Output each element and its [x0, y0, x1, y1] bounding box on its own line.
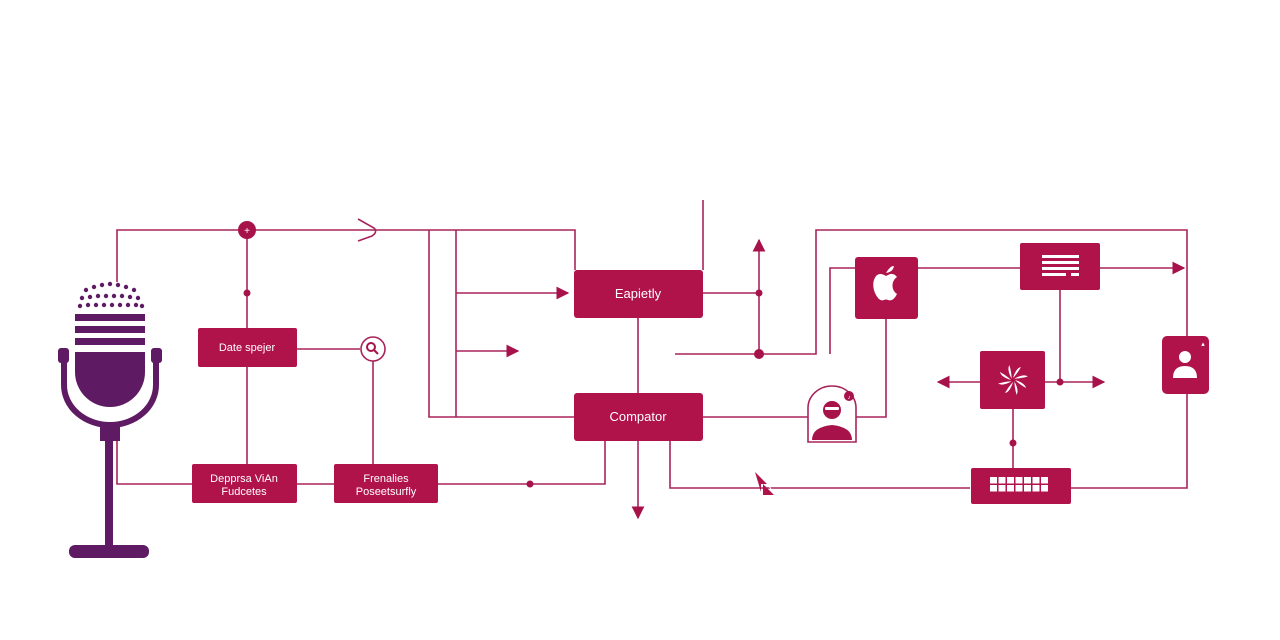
node-personal-processing[interactable]: Frenalies Poseetsurfly	[334, 464, 438, 503]
mic-joint	[100, 425, 120, 441]
junction-dot	[755, 289, 763, 297]
node-box	[574, 270, 703, 318]
mic-band	[75, 326, 145, 333]
junction-glyph: +	[244, 226, 250, 237]
junction-plus-node	[238, 221, 256, 239]
node-label: Compator	[609, 409, 667, 424]
wire-mid-horizontal	[675, 229, 1188, 355]
mic-grille-dots	[77, 281, 145, 309]
person-portrait-icon[interactable]: ♪	[807, 385, 857, 443]
keyboard-key	[1015, 477, 1023, 484]
mic-band	[75, 314, 145, 321]
node-comparator[interactable]: Compator	[574, 393, 703, 441]
document-lines-icon[interactable]	[1020, 243, 1100, 290]
microphone-icon	[58, 281, 162, 558]
keyboard-key	[1041, 485, 1048, 492]
mic-base	[69, 545, 149, 558]
node-box	[574, 393, 703, 441]
junctions: +	[238, 221, 1064, 488]
wire-keyboard-to-user	[1071, 394, 1188, 489]
node-data-splitter[interactable]: Date spejer	[198, 328, 297, 367]
mic-holder-knob	[151, 348, 162, 363]
wire-personal-to-comparator	[438, 441, 606, 485]
svg-text:▴: ▴	[1201, 341, 1205, 348]
apple-icon[interactable]	[855, 257, 918, 319]
wire-to-apple	[829, 267, 856, 354]
mic-holder-knob	[58, 348, 69, 363]
keyboard-key	[1041, 477, 1048, 484]
wire-apple-to-face	[856, 318, 887, 418]
pinwheel-icon[interactable]	[980, 351, 1045, 409]
junction-dot	[754, 349, 764, 359]
keyboard-icon[interactable]	[971, 468, 1071, 504]
keyboard-key	[990, 485, 997, 492]
keyboard-key	[1007, 485, 1014, 492]
wire-comparator-to-cursor	[669, 441, 970, 489]
node-label-line1: Frenalies	[363, 473, 409, 485]
svg-text:♪: ♪	[848, 395, 851, 401]
junction-dot	[526, 480, 534, 488]
wire-bus-drop-1	[428, 230, 575, 418]
wire-mic-top	[116, 229, 576, 282]
node-label-line1: Depprsa ViAn	[210, 473, 278, 485]
node-label-line2: Poseetsurfly	[356, 486, 417, 498]
junction-dot	[243, 289, 251, 297]
keyboard-key	[1024, 485, 1031, 492]
keyboard-key	[1032, 485, 1040, 492]
keyboard-key	[1007, 477, 1014, 484]
keyboard-key	[998, 477, 1006, 484]
user-icon[interactable]: ▴	[1162, 336, 1209, 394]
node-label: Eapietly	[615, 286, 662, 301]
node-box	[198, 328, 297, 367]
curved-arrow-glyph	[357, 218, 377, 242]
mic-body	[75, 352, 145, 407]
cursor-icon[interactable]	[755, 472, 774, 495]
keyboard-key	[1032, 477, 1040, 484]
keyboard-key	[1015, 485, 1023, 492]
junction-dot	[1056, 378, 1064, 386]
junction-dot	[1009, 439, 1017, 447]
node-label: Date spejer	[219, 342, 276, 354]
node-box	[334, 464, 438, 503]
node-capacity[interactable]: Eapietly	[574, 270, 703, 318]
keyboard-key	[990, 477, 997, 484]
node-deprecation-features[interactable]: Depprsa ViAn Fudcetes	[192, 464, 297, 503]
search-icon[interactable]	[360, 336, 386, 362]
wire-mic-bottom	[116, 440, 192, 485]
mic-stand	[105, 441, 113, 547]
node-label-line2: Fudcetes	[221, 486, 267, 498]
keyboard-key	[998, 485, 1006, 492]
connection-wires	[116, 200, 1188, 520]
mic-band	[75, 338, 145, 345]
node-box	[192, 464, 297, 503]
keyboard-key	[1024, 477, 1031, 484]
